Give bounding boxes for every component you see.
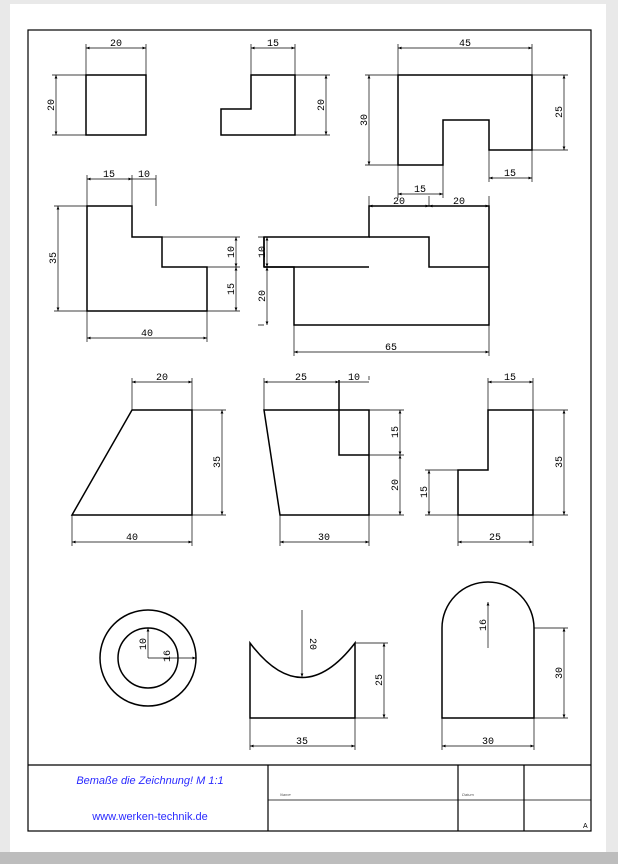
- dim-f10-r: 20: [306, 638, 317, 650]
- dim-f1-h: 20: [47, 99, 58, 111]
- fig1-square: [85, 74, 147, 136]
- dim-f4-a: 15: [103, 170, 115, 181]
- dim-f4-b: 10: [138, 170, 150, 181]
- dim-f5-s1: 10: [258, 246, 269, 258]
- dim-f8-w: 25: [489, 533, 501, 544]
- dim-f7-a: 25: [295, 373, 307, 384]
- title-name-label: Name: [280, 792, 291, 797]
- dim-f6-h: 35: [213, 456, 224, 468]
- fig5-notch: [369, 236, 489, 268]
- dim-f8-top: 15: [504, 373, 516, 384]
- dim-f6-w: 40: [126, 533, 138, 544]
- dim-f2-w: 15: [267, 39, 279, 50]
- dim-f4-w: 40: [141, 329, 153, 340]
- dim-f3-w: 45: [459, 39, 471, 50]
- dim-f10-w: 35: [296, 737, 308, 748]
- dim-f9-r1: 10: [139, 638, 150, 650]
- bottom-bar: [0, 852, 618, 864]
- dim-f11-h: 30: [555, 667, 566, 679]
- dim-f4-s1: 10: [227, 246, 238, 258]
- dim-f8-s: 15: [420, 486, 431, 498]
- dim-f4-h: 35: [49, 252, 60, 264]
- dim-f5-a: 20: [393, 197, 405, 208]
- paper: [10, 4, 606, 852]
- dim-f7-b: 10: [348, 373, 360, 384]
- title-block: Bemaße die Zeichnung! M 1:1 www.werken-t…: [76, 775, 588, 830]
- title-instruction: Bemaße die Zeichnung! M 1:1: [76, 775, 223, 787]
- drawing-border: [27, 29, 592, 832]
- dim-f6-top: 20: [156, 373, 168, 384]
- fig7-inner: [338, 380, 369, 456]
- dim-f5-w: 65: [385, 343, 397, 354]
- dim-f11-w: 30: [482, 737, 494, 748]
- dim-f7-s2: 20: [391, 479, 402, 491]
- fig5-shape-detail: [263, 237, 369, 268]
- fig3-shape: [397, 74, 533, 166]
- dim-f11-r: 16: [479, 619, 490, 631]
- dim-f5-s2: 20: [258, 290, 269, 302]
- title-date-label: Datum: [462, 792, 474, 797]
- dim-f7-w: 30: [318, 533, 330, 544]
- dim-f3-b1: 15: [414, 185, 426, 196]
- dim-f2-h: 20: [317, 99, 328, 111]
- title-website: www.werken-technik.de: [91, 811, 208, 823]
- sheet-letter: A: [583, 823, 588, 830]
- dim-f10-h: 25: [375, 674, 386, 686]
- dim-f5-b: 20: [453, 197, 465, 208]
- dim-f9-r2: 16: [163, 650, 174, 662]
- dim-f8-h: 35: [555, 456, 566, 468]
- fig11-shape: [441, 581, 535, 719]
- dim-f3-h: 30: [360, 114, 371, 126]
- dim-f1-w: 20: [110, 39, 122, 50]
- dim-f3-b2: 15: [504, 169, 516, 180]
- dim-f4-s2: 15: [227, 283, 238, 295]
- dim-f3-step: 25: [555, 106, 566, 118]
- dim-f7-s1: 15: [391, 426, 402, 438]
